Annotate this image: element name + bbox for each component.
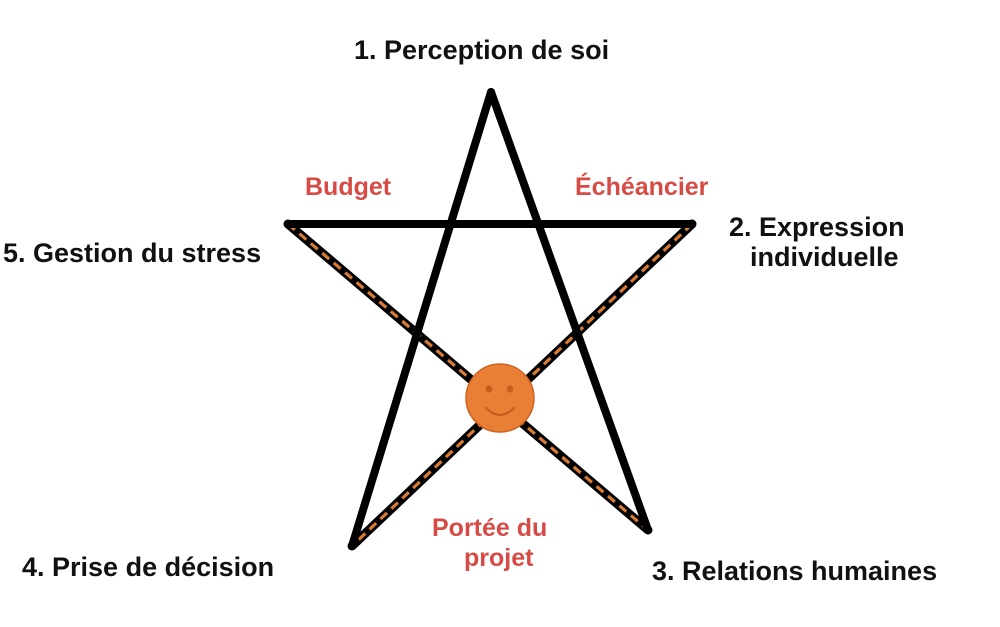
label-portee-line-1: Portée du — [432, 514, 548, 542]
label-gestion-du-stress: 5. Gestion du stress — [3, 238, 262, 268]
smiley-right-eye — [506, 385, 514, 393]
label-budget: Budget — [305, 173, 392, 201]
smiley-face-icon — [465, 363, 535, 433]
label-perception-de-soi: 1. Perception de soi — [354, 35, 610, 65]
smiley-face-circle — [465, 363, 535, 433]
label-expression-line-1: 2. Expression — [729, 212, 905, 242]
label-echeancier: Échéancier — [575, 173, 709, 201]
label-expression-line-2: individuelle — [750, 242, 899, 272]
label-relations-humaines: 3. Relations humaines — [652, 556, 938, 586]
dashed-line-top-left-to-bottom-right-inner — [286, 222, 650, 532]
star-outline — [284, 88, 696, 550]
dashed-line-top-right-to-bottom-left-inner — [350, 222, 694, 548]
label-portee-line-2: projet — [464, 544, 534, 572]
label-prise-de-decision: 4. Prise de décision — [22, 552, 275, 582]
smiley-left-eye — [485, 385, 493, 393]
star-left-descender — [348, 88, 495, 550]
star-right-descender — [487, 88, 652, 534]
smiley-mouth — [484, 406, 516, 417]
